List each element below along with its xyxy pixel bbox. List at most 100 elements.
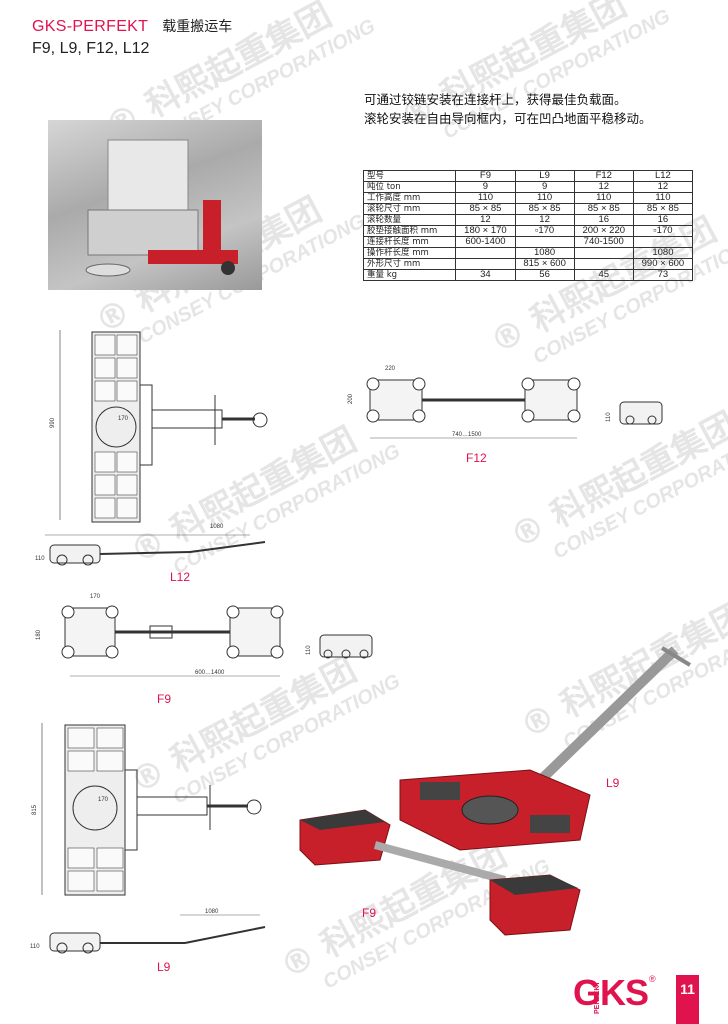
- table-cell: ▫170: [514, 225, 575, 237]
- table-cell: 12: [514, 214, 575, 226]
- row-label: 胶垫接触面积 mm: [362, 225, 457, 237]
- table-cell: 815 × 600: [514, 258, 575, 270]
- table-cell: 12: [573, 181, 634, 193]
- table-cell: 1080: [632, 247, 694, 259]
- table-cell: 740-1500: [573, 236, 634, 248]
- table-cell: [455, 247, 516, 259]
- table-cell: F12: [573, 170, 634, 182]
- product-photo: [299, 646, 692, 936]
- row-label: 重量 kg: [362, 269, 457, 281]
- photo-label-l9: L9: [606, 776, 620, 790]
- model-list: F9, L9, F12, L12: [32, 40, 150, 57]
- table-cell: [455, 258, 516, 270]
- dim-handle: 1080: [210, 524, 224, 530]
- table-cell: 9: [514, 181, 575, 193]
- dim-height: 110: [35, 556, 45, 562]
- table-cell: 85 × 85: [455, 203, 516, 215]
- l9-label: L9: [157, 960, 171, 974]
- dim-bar: 600…1400: [195, 670, 225, 676]
- l12-label: L12: [170, 570, 191, 584]
- photo-label-f9: F9: [362, 906, 377, 920]
- table-row: 外形尺寸 mm 815 × 600 990 × 600: [362, 258, 694, 270]
- table-cell: 110: [632, 192, 694, 204]
- table-cell: 16: [632, 214, 694, 226]
- table-cell: 600-1400: [455, 236, 516, 248]
- row-label: 型号: [362, 170, 457, 182]
- product-usage-photo: [48, 120, 262, 290]
- row-label: 吨位 ton: [362, 181, 457, 193]
- table-cell: 56: [514, 269, 575, 281]
- dim-pad: 170: [98, 797, 109, 803]
- row-label: 滚轮数量: [362, 214, 457, 226]
- table-cell: 73: [632, 269, 694, 281]
- l12-drawing: 990 170 1080 110: [35, 330, 268, 566]
- logo-text: GKS: [573, 972, 649, 1013]
- dim-pad-width: 170: [90, 594, 101, 600]
- row-label: 工作高度 mm: [362, 192, 457, 204]
- table-cell: 16: [573, 214, 634, 226]
- brand-title: GKS-PERFEKT: [32, 18, 149, 35]
- table-cell: L9: [514, 170, 575, 182]
- table-cell: ▫170: [632, 225, 694, 237]
- table-cell: 110: [573, 192, 634, 204]
- row-label: 滚轮尺寸 mm: [362, 203, 457, 215]
- table-cell: [573, 258, 634, 270]
- gks-logo: GKS PERFEKT ®: [573, 972, 663, 1017]
- page-number: 11: [676, 975, 699, 1024]
- logo-subtext: PERFEKT: [594, 981, 601, 1014]
- f12-label: F12: [466, 451, 487, 465]
- table-row: 操作杆长度 mm 1080 1080: [362, 247, 694, 259]
- row-label: 外形尺寸 mm: [362, 258, 457, 270]
- table-cell: 45: [573, 269, 634, 281]
- page-header: GKS-PERFEKT 载重搬运车: [32, 16, 232, 36]
- table-cell: 990 × 600: [632, 258, 694, 270]
- table-cell: 85 × 85: [514, 203, 575, 215]
- table-cell: [632, 236, 694, 248]
- table-cell: F9: [455, 170, 516, 182]
- row-label: 连接杆长度 mm: [362, 236, 457, 248]
- table-cell: 12: [632, 181, 694, 193]
- dim-pad-height: 180: [36, 629, 42, 640]
- table-cell: 180 × 170: [455, 225, 516, 237]
- dim-pad-height: 200: [348, 393, 354, 404]
- table-cell: 110: [514, 192, 575, 204]
- product-title: 载重搬运车: [162, 19, 233, 35]
- table-cell: 34: [455, 269, 516, 281]
- table-cell: 85 × 85: [573, 203, 634, 215]
- dim-height: 110: [606, 412, 612, 422]
- description-line: 滚轮安装在自由导向框内，可在凹凸地面平稳移动。: [364, 111, 652, 126]
- table-cell: 85 × 85: [632, 203, 694, 215]
- dim-pad-width: 220: [385, 366, 396, 372]
- description-line: 可通过铰链安装在连接杆上，获得最佳负载面。: [364, 92, 627, 107]
- table-cell: 200 × 220: [573, 225, 634, 237]
- l9-drawing: 815 170 1080 110: [30, 723, 266, 954]
- dim-length: 990: [50, 417, 56, 428]
- row-label: 操作杆长度 mm: [362, 247, 457, 259]
- table-cell: 110: [455, 192, 516, 204]
- table-cell: [514, 236, 575, 248]
- dim-handle: 1080: [205, 909, 219, 915]
- dim-height: 110: [306, 645, 312, 655]
- f12-drawing: 220 200 740…1500 110: [348, 366, 663, 439]
- registered-mark: ®: [649, 974, 656, 984]
- table-cell: L12: [632, 170, 694, 182]
- dim-bar: 740…1500: [452, 432, 482, 438]
- table-cell: 1080: [514, 247, 575, 259]
- dim-height: 110: [30, 944, 40, 950]
- f9-drawing: 170 180 600…1400 110: [36, 594, 373, 677]
- table-cell: 9: [455, 181, 516, 193]
- dim-pad: 170: [118, 416, 129, 422]
- photo-illustration: [85, 139, 238, 277]
- table-cell: 12: [455, 214, 516, 226]
